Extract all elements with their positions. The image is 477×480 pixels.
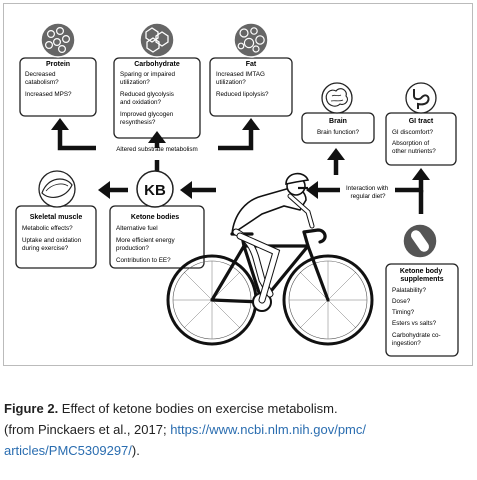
svg-text:Palatability? Dose?: Palatability? Dose? Timing? Esters vs sa… <box>392 287 442 347</box>
svg-text:Interaction with regular d: Interaction with regular diet? <box>346 185 390 200</box>
skeletal-muscle-line-3: during exercise? <box>22 245 69 252</box>
carbohydrate-title: Carbohydrate <box>134 61 180 68</box>
protein-node: Protein Decreased catabolism? Increased … <box>19 22 97 117</box>
ketone-bodies-line-4: Contribution to EE? <box>116 257 171 264</box>
altered-substrate-connector <box>51 118 260 174</box>
supplements-line-3: Timing? <box>392 309 415 316</box>
fat-node: Fat Increased IMTAG utilization? Reduced… <box>209 22 293 117</box>
carbohydrate-line-5: Improved glycogen <box>120 111 174 118</box>
carbohydrate-line-2: utilization? <box>120 79 150 86</box>
cyclist-to-kb-arrow <box>180 181 216 199</box>
gi-tract-line-2: Absorption of <box>392 140 429 147</box>
carbohydrate-line-3: Reduced glycolysis <box>120 91 174 98</box>
interaction-connector <box>306 148 430 214</box>
kb-badge-label: KB <box>144 182 166 199</box>
gi-tract-line-1: GI discomfort? <box>392 129 433 136</box>
figure-frame <box>3 3 473 366</box>
figure-caption: Figure 2. Effect of ketone bodies on exe… <box>4 400 474 417</box>
svg-text:Metabolic effects? Uptak: Metabolic effects? Uptake and oxidation … <box>22 225 83 252</box>
caption-source-prefix: (from Pinckaers et al., 2017; <box>4 422 171 437</box>
protein-line-3: Increased MPS? <box>25 91 72 98</box>
gi-tract-line-3: other nutrients? <box>392 148 436 155</box>
brain-title: Brain <box>329 118 347 125</box>
protein-line-2: catabolism? <box>25 79 59 86</box>
svg-text:Increased IMTAG utilizat: Increased IMTAG utilization? Reduced lip… <box>216 71 269 98</box>
cyclist-illustration <box>166 172 374 346</box>
fat-title: Fat <box>246 61 257 68</box>
brain-line-1: Brain function? <box>317 129 360 136</box>
supplements-line-2: Dose? <box>392 298 411 305</box>
gi-tract-node: GI tract GI discomfort? Absorption of ot… <box>385 82 457 166</box>
ketone-bodies-title: Ketone bodies <box>131 214 179 221</box>
svg-text:GI discomfort? Absorptio: GI discomfort? Absorption of other nutri… <box>392 129 436 155</box>
caption-source-line-1: (from Pinckaers et al., 2017; https://ww… <box>4 421 474 438</box>
supplements-title-1: Ketone body <box>400 268 442 275</box>
carbohydrate-line-1: Sparing or impaired <box>120 71 175 78</box>
protein-icon <box>40 22 76 58</box>
skeletal-muscle-line-2: Uptake and oxidation <box>22 237 82 244</box>
rider <box>231 172 315 304</box>
ketone-bodies-node: KB Ketone bodies Alternative fuel More e… <box>109 170 205 269</box>
protein-line-1: Decreased <box>25 71 56 78</box>
ketone-bodies-line-3: production? <box>116 245 149 252</box>
carbohydrate-icon <box>139 22 175 58</box>
skeletal-muscle-title: Skeletal muscle <box>30 214 83 221</box>
caption-source-suffix: ). <box>131 443 140 458</box>
carbohydrate-line-4: and oxidation? <box>120 99 161 106</box>
caption-label: Figure 2. <box>4 401 59 416</box>
caption-source-line-2: articles/PMC5309297/). <box>4 442 474 459</box>
caption-source-link-part-2[interactable]: articles/PMC5309297/ <box>4 443 132 458</box>
brain-icon <box>321 82 353 114</box>
svg-text:Alternative fuel More ef: Alternative fuel More efficient energy p… <box>116 225 176 264</box>
gi-tract-title: GI tract <box>409 118 434 125</box>
kb-badge-circle <box>136 170 174 208</box>
supplements-line-6: ingestion? <box>392 340 421 347</box>
interaction-label-2: regular diet? <box>350 193 386 200</box>
front-wheel <box>282 254 374 346</box>
skeletal-muscle-line-1: Metabolic effects? <box>22 225 73 232</box>
supplements-line-5: Carbohydrate co- <box>392 332 441 339</box>
skeletal-muscle-node: Skeletal muscle Metabolic effects? Uptak… <box>15 170 97 269</box>
caption-source-link-part-1[interactable]: https://www.ncbi.nlm.nih.gov/pmc/ <box>170 422 366 437</box>
fat-line-3: Reduced lipolysis? <box>216 91 269 98</box>
supplements-line-4: Esters vs salts? <box>392 320 437 327</box>
interaction-label-1: Interaction with <box>346 185 389 192</box>
brain-node: Brain Brain function? <box>301 82 375 144</box>
caption-text: Effect of ketone bodies on exercise meta… <box>58 401 338 416</box>
supplements-title-2: supplements <box>400 276 443 283</box>
fat-line-1: Increased IMTAG <box>216 71 265 78</box>
ketone-bodies-line-1: Alternative fuel <box>116 225 158 232</box>
svg-text:Ketone body supplements: Ketone body supplements <box>400 268 444 283</box>
altered-substrate-label: Altered substrate metabolism <box>116 146 198 153</box>
ketone-metabolism-diagram: Protein Decreased catabolism? Increased … <box>3 3 473 366</box>
fat-icon <box>233 22 269 58</box>
supplements-node: Ketone body supplements Palatability? Do… <box>385 223 459 357</box>
supplements-line-1: Palatability? <box>392 287 426 294</box>
kb-to-muscle-arrow <box>98 181 128 199</box>
svg-text:Sparing or impaired util: Sparing or impaired utilization? Reduced… <box>120 71 177 126</box>
carbohydrate-node: Carbohydrate Sparing or impaired utiliza… <box>113 22 201 139</box>
protein-title: Protein <box>46 61 70 68</box>
svg-text:Decreased catabolism?: Decreased catabolism? Increased MPS? <box>25 71 72 98</box>
ketone-bodies-line-2: More efficient energy <box>116 237 176 244</box>
fat-line-2: utilization? <box>216 79 246 86</box>
muscle-icon <box>38 170 76 208</box>
supplement-capsule-icon <box>402 223 438 259</box>
gi-tract-icon <box>405 82 437 114</box>
carbohydrate-line-6: resynthesis? <box>120 119 156 126</box>
